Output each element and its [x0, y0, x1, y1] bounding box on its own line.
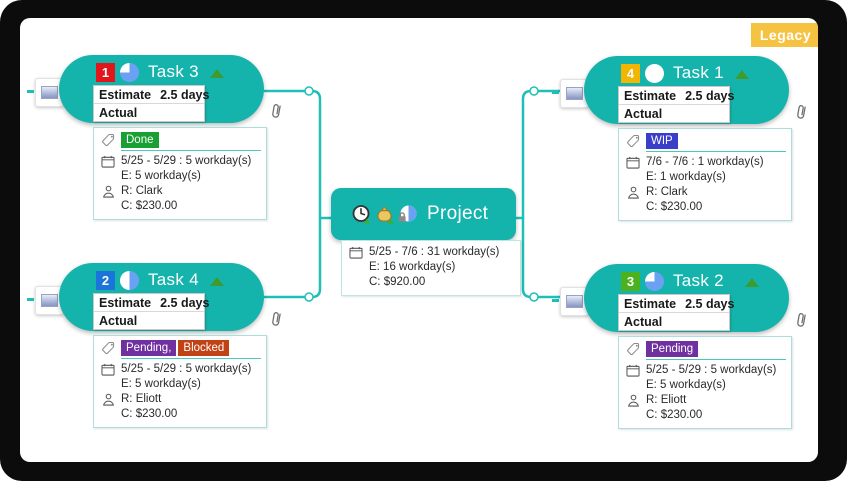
task-details-card: Pending, Blocked 5/25 - 5/29 : 5 workday… — [93, 335, 267, 428]
project-title: Project — [427, 203, 489, 224]
task-details-card: Done 5/25 - 5/29 : 5 workday(s) E: 5 wor… — [93, 127, 267, 220]
date-range: 5/25 - 5/29 : 5 workday(s) — [646, 364, 777, 376]
cost: C: $920.00 — [369, 276, 426, 288]
tag-icon — [624, 342, 642, 356]
estimate-value: 2.5 days — [160, 295, 210, 310]
progress-pie-icon — [120, 271, 139, 290]
divider — [121, 150, 261, 151]
resource: R: Clark — [121, 185, 163, 197]
project-node-group: Project 5/25 - 7/6 : 31 workday(s) E: 16… — [331, 188, 541, 296]
effort: E: 1 workday(s) — [646, 171, 726, 183]
status-tag: Blocked — [178, 340, 230, 356]
estimate-label: Estimate — [624, 296, 677, 311]
date-range: 5/25 - 5/29 : 5 workday(s) — [121, 155, 252, 167]
task-title: Task 3 — [148, 62, 199, 81]
progress-pie-icon — [645, 272, 664, 291]
effort: E: 16 workday(s) — [369, 261, 456, 273]
project-details-card: 5/25 - 7/6 : 31 workday(s) E: 16 workday… — [341, 240, 521, 296]
status-tag: Done — [121, 132, 159, 148]
order-badge: 2 — [96, 271, 115, 290]
effort: E: 5 workday(s) — [646, 379, 726, 391]
estimate-label: Estimate — [99, 295, 152, 310]
estimate-actual-table: Estimate 2.5 days Actual — [93, 85, 209, 122]
estimate-value: 2.5 days — [160, 87, 210, 102]
estimate-label: Estimate — [99, 87, 152, 102]
order-badge: 1 — [96, 63, 115, 82]
status-tag: Pending — [646, 341, 699, 357]
collapse-arrow-icon[interactable] — [210, 277, 224, 286]
resource: R: Eliott — [646, 394, 687, 406]
cost: C: $230.00 — [646, 409, 703, 421]
task-node-group-task-4: 2 Task 4 Estimate 2.5 days Actual Pending… — [27, 263, 327, 441]
person-icon — [624, 186, 642, 199]
actual-label: Actual — [99, 105, 138, 120]
connector-lines — [263, 86, 587, 302]
task-title: Task 4 — [148, 270, 199, 289]
person-icon — [99, 393, 117, 406]
progress-lock-pie-icon — [398, 205, 417, 222]
person-icon — [99, 185, 117, 198]
effort: E: 5 workday(s) — [121, 378, 201, 390]
clock-rollup-icon — [352, 204, 370, 223]
task-node-group-task-2: 3 Task 2 Estimate 2.5 days Actual Pending — [552, 264, 818, 442]
paperclip-icon[interactable] — [268, 308, 284, 330]
order-badge: 3 — [621, 272, 640, 291]
date-range: 5/25 - 7/6 : 31 workday(s) — [369, 246, 500, 258]
tag-icon — [99, 133, 117, 147]
collapse-arrow-icon[interactable] — [210, 69, 224, 78]
progress-pie-icon — [645, 64, 664, 83]
cost: C: $230.00 — [121, 408, 178, 420]
task-details-card: WIP 7/6 - 7/6 : 1 workday(s) E: 1 workda… — [618, 128, 792, 221]
legacy-badge: Legacy — [751, 23, 818, 47]
cost: C: $230.00 — [646, 201, 703, 213]
connector-stub — [27, 90, 34, 93]
effort: E: 5 workday(s) — [121, 170, 201, 182]
progress-pie-icon — [120, 63, 139, 82]
actual-label: Actual — [624, 314, 663, 329]
resource: R: Clark — [646, 186, 688, 198]
date-range: 7/6 - 7/6 : 1 workday(s) — [646, 156, 764, 168]
task-details-card: Pending 5/25 - 5/29 : 5 workday(s) E: 5 … — [618, 336, 792, 429]
actual-label: Actual — [99, 313, 138, 328]
task-title: Task 1 — [673, 63, 724, 82]
collapse-arrow-icon[interactable] — [735, 70, 749, 79]
divider — [646, 359, 786, 360]
calendar-icon — [624, 156, 642, 169]
estimate-value: 2.5 days — [685, 88, 735, 103]
connector-stub — [552, 91, 559, 94]
estimate-actual-table: Estimate 2.5 days Actual — [618, 86, 734, 123]
paperclip-icon[interactable] — [793, 101, 809, 123]
calendar-icon — [624, 364, 642, 377]
task-title: Task 2 — [673, 271, 724, 290]
cost: C: $230.00 — [121, 200, 178, 212]
calendar-icon — [347, 246, 365, 259]
date-range: 5/25 - 5/29 : 5 workday(s) — [121, 363, 252, 375]
connector-stub — [552, 299, 559, 302]
status-tag: WIP — [646, 133, 678, 149]
connector-stub — [27, 298, 34, 301]
calendar-icon — [99, 155, 117, 168]
status-tag: Pending, — [121, 340, 177, 356]
calendar-icon — [99, 363, 117, 376]
tag-icon — [624, 134, 642, 148]
collapse-arrow-icon[interactable] — [745, 278, 759, 287]
person-icon — [624, 394, 642, 407]
actual-label: Actual — [624, 106, 663, 121]
paperclip-icon[interactable] — [793, 309, 809, 331]
divider — [121, 358, 261, 359]
project-node[interactable]: Project — [331, 188, 516, 240]
estimate-actual-table: Estimate 2.5 days Actual — [618, 294, 734, 331]
resource: R: Eliott — [121, 393, 162, 405]
estimate-actual-table: Estimate 2.5 days Actual — [93, 293, 209, 330]
divider — [646, 151, 786, 152]
paperclip-icon[interactable] — [268, 100, 284, 122]
order-badge: 4 — [621, 64, 640, 83]
estimate-value: 2.5 days — [685, 296, 735, 311]
estimate-label: Estimate — [624, 88, 677, 103]
tag-icon — [99, 341, 117, 355]
moneybag-rollup-icon — [377, 206, 394, 224]
